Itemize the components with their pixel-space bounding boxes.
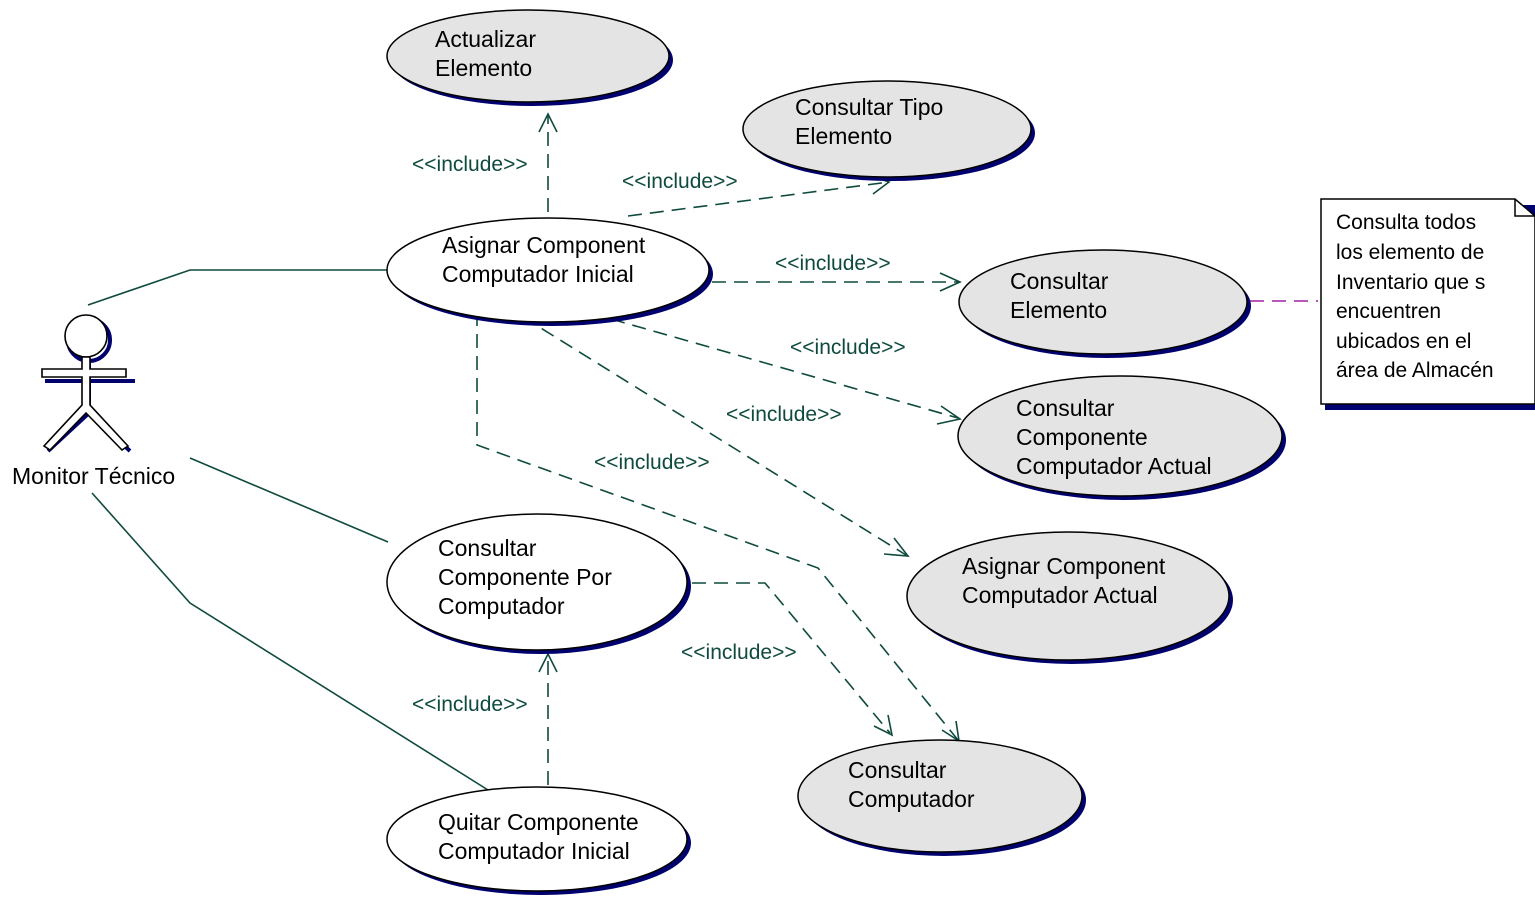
use-case-label-line2: Componente Por (438, 564, 612, 590)
actor-monitor-tecnico[interactable]: Monitor Técnico (12, 314, 175, 489)
use-case-label-line2: Computador Inicial (438, 838, 630, 864)
actor-figure (41, 314, 130, 452)
arrowhead-asignar-actual (883, 537, 910, 557)
association-asignar-inicial (87, 269, 388, 306)
use-case-label-line1: Quitar Componente (438, 809, 639, 835)
arrowhead-consultar-por-computador (538, 652, 558, 673)
use-case-label-line2: Computador (848, 786, 975, 812)
use-case-consultar-tipo-elemento[interactable]: Consultar Tipo Elemento (742, 80, 1035, 181)
include-line-asignar-actual (522, 316, 907, 556)
use-case-label-line1: Consultar (438, 535, 537, 561)
arrowhead-actualizar (538, 112, 558, 133)
include-line-componente-actual (589, 312, 959, 419)
associations (87, 269, 489, 791)
use-case-label-line1: Actualizar (435, 26, 536, 52)
use-case-label-line1: Asignar Component (442, 232, 646, 258)
use-case-quitar-componente-inicial[interactable]: Quitar Componente Computador Inicial (386, 786, 691, 895)
use-case-label-line2: Elemento (1010, 297, 1107, 323)
note-line3: Inventario que s (1336, 271, 1485, 294)
include-label-elemento: <<include>> (775, 252, 891, 275)
note-body (1320, 198, 1535, 405)
use-case-ellipse (386, 217, 710, 323)
include-labels: <<include>> <<include>> <<include>> <<in… (412, 153, 906, 716)
use-case-actualizar-elemento[interactable]: Actualizar Elemento (386, 9, 673, 106)
use-case-label-line1: Consultar (1010, 268, 1109, 294)
arrowhead-elemento (939, 272, 962, 292)
use-case-label-line1: Asignar Component (962, 553, 1166, 579)
arrowhead-componente-actual (936, 405, 962, 425)
include-line-computador-from-asignar (476, 312, 959, 741)
include-label-consultar-por-computador: <<include>> (412, 693, 528, 716)
use-case-label-line2: Elemento (435, 55, 532, 81)
include-label-consultar-computador: <<include>> (681, 641, 797, 664)
use-case-ellipse (797, 739, 1083, 853)
use-case-ellipse (386, 513, 688, 651)
note-fold (1514, 199, 1535, 217)
note-line5: ubicados en el (1336, 330, 1471, 353)
use-case-label-line2: Computador Actual (962, 582, 1158, 608)
use-case-consultar-elemento[interactable]: Consultar Elemento (958, 249, 1251, 358)
note-line6: área de Almacén (1336, 359, 1494, 382)
use-case-ellipse (386, 786, 688, 892)
include-label-componente-actual: <<include>> (790, 336, 906, 359)
use-case-label-line3: Computador (438, 593, 565, 619)
use-case-ellipse (957, 375, 1283, 497)
note-line4: encuentren (1336, 300, 1441, 323)
include-label-actualizar: <<include>> (412, 153, 528, 176)
include-label-computador: <<include>> (594, 451, 710, 474)
actor-name: Monitor Técnico (12, 463, 175, 489)
use-case-ellipse (906, 531, 1230, 661)
association-quitar-componente (91, 492, 489, 791)
include-dependencies (476, 116, 1318, 785)
include-label-tipo: <<include>> (622, 170, 738, 193)
include-line-computador-from-consultar (692, 582, 891, 734)
use-case-asignar-componente-actual[interactable]: Asignar Component Computador Actual (906, 531, 1233, 664)
use-case-label-line3: Computador Actual (1016, 453, 1212, 479)
use-case-label-line2: Elemento (795, 123, 892, 149)
use-case-asignar-componente-inicial[interactable]: Asignar Component Computador Inicial (386, 217, 713, 326)
note-line2: los elemento de (1336, 241, 1484, 264)
include-label-asignar-actual: <<include>> (726, 403, 842, 426)
use-case-label-line1: Consultar (848, 757, 947, 783)
use-case-label-line2: Computador Inicial (442, 261, 634, 287)
use-case-consultar-computador[interactable]: Consultar Computador (797, 739, 1086, 856)
use-case-consultar-componente-por-computador[interactable]: Consultar Componente Por Computador (386, 513, 691, 654)
association-consultar-por-computador (189, 457, 389, 543)
use-case-label-line2: Componente (1016, 424, 1148, 450)
use-case-label-line1: Consultar (1016, 395, 1115, 421)
arrowhead-computador-b (873, 714, 894, 737)
note-line1: Consulta todos (1336, 211, 1476, 234)
note-consulta-todos[interactable]: Consulta todos los elemento de Inventari… (1320, 198, 1535, 410)
use-case-ellipse (958, 249, 1248, 355)
use-case-ellipse (386, 9, 670, 103)
use-case-label-line1: Consultar Tipo (795, 94, 943, 120)
use-case-ellipse (742, 80, 1032, 178)
use-case-consultar-componente-actual[interactable]: Consultar Componente Computador Actual (957, 375, 1286, 500)
